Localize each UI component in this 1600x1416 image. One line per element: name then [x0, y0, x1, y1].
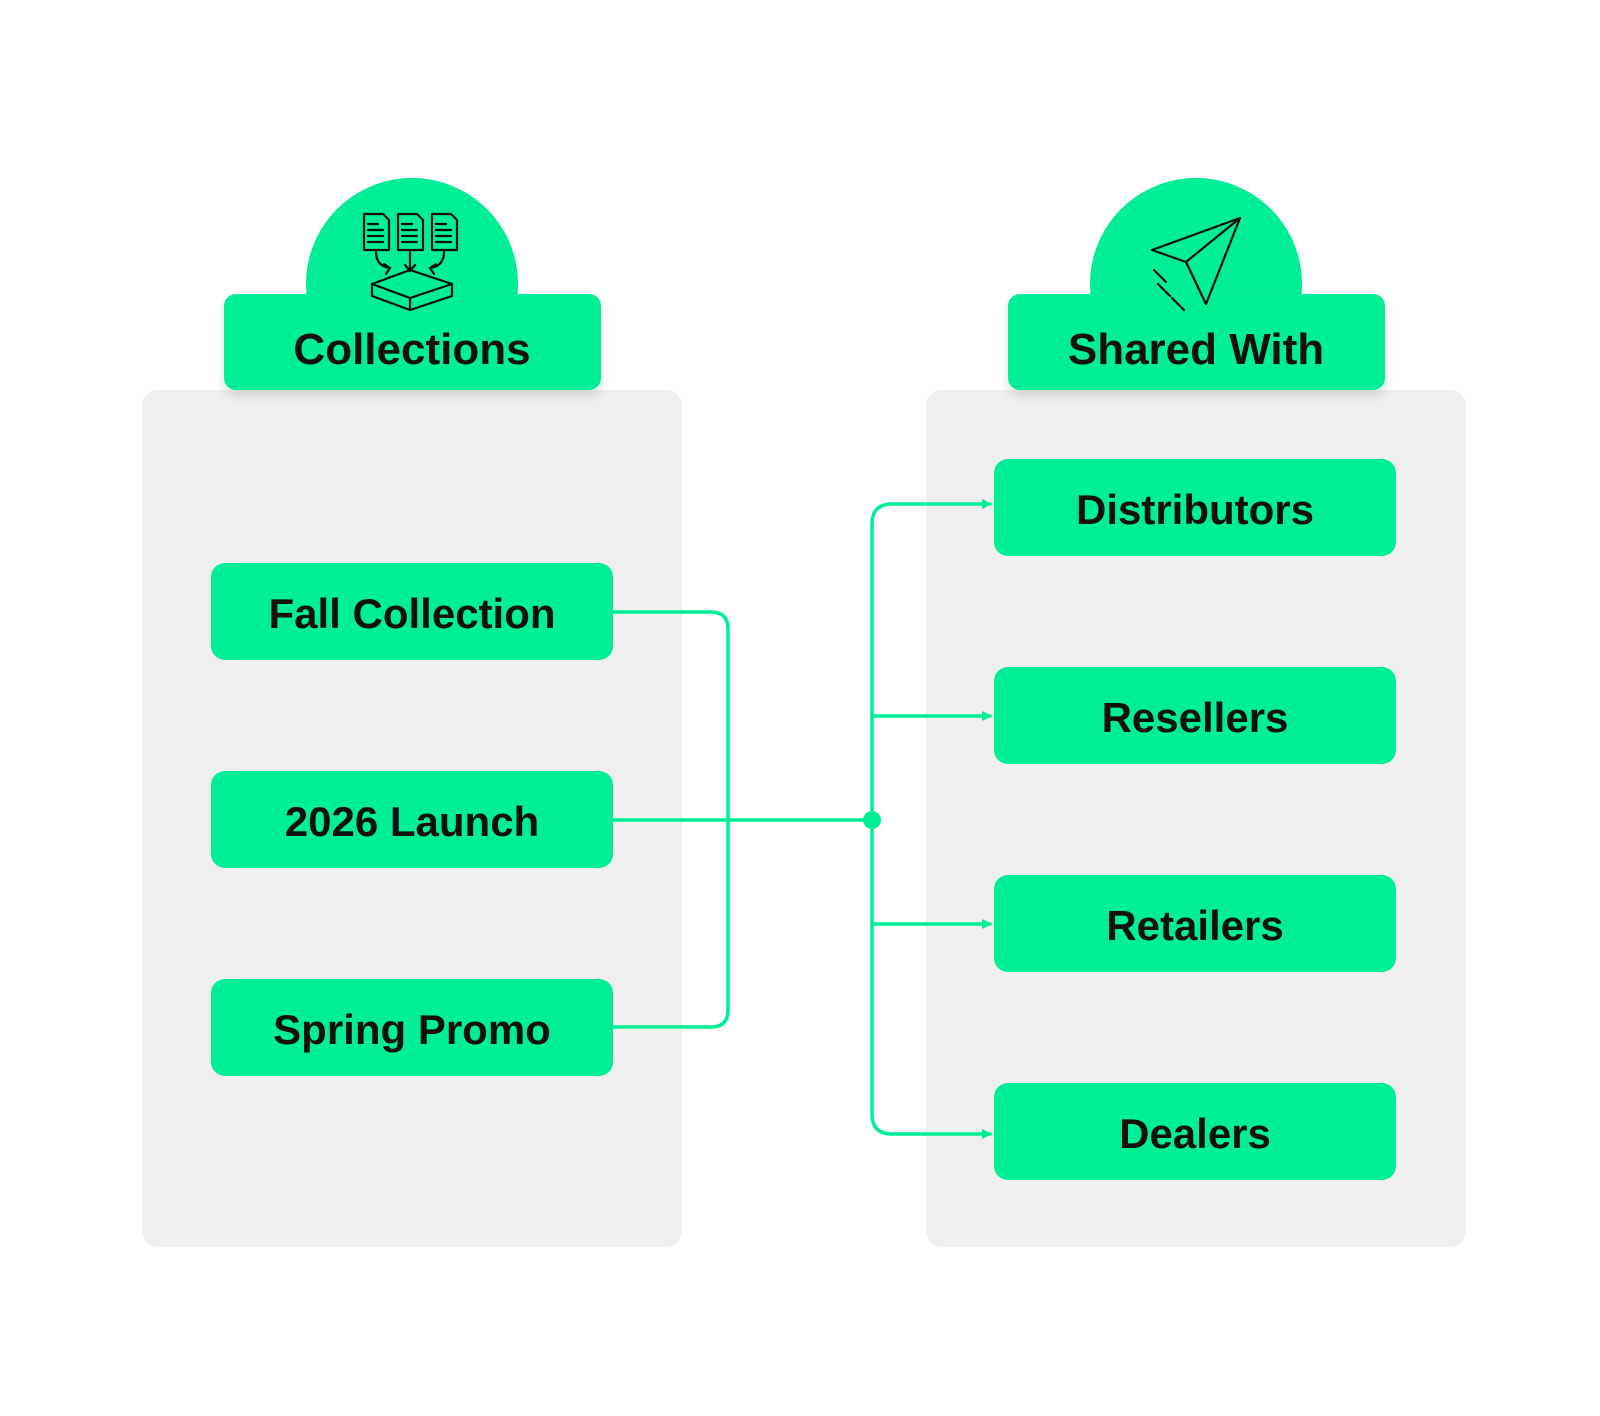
collection-node-label: 2026 Launch — [285, 798, 539, 845]
collection-node-box[interactable] — [211, 979, 613, 1076]
audience-node-box[interactable] — [994, 1083, 1396, 1180]
audience-node-label: Retailers — [1106, 902, 1283, 949]
collections-panel: Collections Fall Collection 2026 Laun — [142, 178, 682, 1247]
collections-title: Collections — [293, 325, 530, 374]
shared-with-header-tab — [1008, 294, 1385, 390]
collection-node-box[interactable] — [211, 771, 613, 868]
audience-node[interactable]: Dealers — [994, 1083, 1396, 1180]
audience-node-label: Distributors — [1076, 486, 1314, 533]
documents-to-box-icon — [362, 212, 459, 312]
audience-node[interactable]: Distributors — [994, 459, 1396, 556]
collection-node[interactable]: Fall Collection — [211, 563, 613, 660]
shared-with-title: Shared With — [1068, 325, 1324, 374]
collection-node-box[interactable] — [211, 563, 613, 660]
audience-node-label: Resellers — [1102, 694, 1289, 741]
shared-with-panel-background — [926, 390, 1466, 1247]
collections-header: Collections — [224, 178, 601, 390]
audience-node[interactable]: Retailers — [994, 875, 1396, 972]
collection-node-label: Fall Collection — [268, 590, 555, 637]
paper-plane-icon — [1150, 216, 1242, 312]
audience-node-label: Dealers — [1119, 1110, 1271, 1157]
connectors — [611, 499, 992, 1139]
audience-node-box[interactable] — [994, 667, 1396, 764]
collection-node-label: Spring Promo — [273, 1006, 551, 1053]
shared-with-header: Shared With — [1008, 178, 1385, 390]
audience-node-box[interactable] — [994, 875, 1396, 972]
audience-node[interactable]: Resellers — [994, 667, 1396, 764]
audience-node-box[interactable] — [994, 459, 1396, 556]
distribution-spine-connector — [870, 502, 894, 1136]
connector-hub-dot — [863, 811, 881, 829]
collection-node[interactable]: Spring Promo — [211, 979, 613, 1076]
collection-node[interactable]: 2026 Launch — [211, 771, 613, 868]
collections-header-tab — [224, 294, 601, 390]
shared-with-panel: Shared With Distributors Resellers Retai… — [926, 178, 1466, 1247]
